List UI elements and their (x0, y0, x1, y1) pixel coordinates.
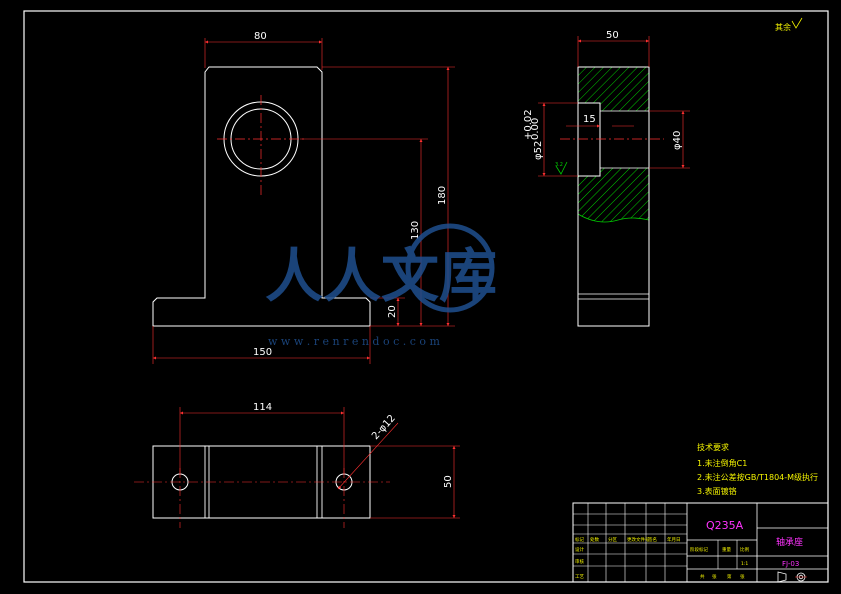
dim-base-width: 150 (152, 326, 371, 364)
watermark-text: 人人文库 (265, 242, 497, 310)
tb-drawing-no: FJ-03 (782, 560, 799, 568)
tb-stage-label: 阶段标记 (690, 546, 708, 553)
tech-item-1: 1.未注倒角C1 (697, 458, 747, 468)
tb-sheet-no: 第 (727, 573, 732, 580)
tech-item-2: 2.未注公差按GB/T1804-M级执行 (697, 472, 818, 482)
tb-sheet-total: 共 (700, 573, 705, 580)
tech-item-3: 3.表面镀铬 (697, 486, 737, 496)
tb-part-name: 轴承座 (776, 536, 803, 548)
tb-label-sign: 签名 (648, 536, 657, 543)
corner-roughness-note: 其余 (775, 17, 803, 32)
dim-bore: φ52 +0.02 0.00 (523, 102, 578, 177)
tb-label-change-doc: 更改文件号 (627, 536, 650, 543)
tb-scale-label: 比例 (740, 546, 749, 553)
side-view: 50 φ52 +0.02 0.00 15 φ40 3.2 (523, 30, 690, 327)
dim-hole-spacing: 114 (179, 402, 345, 474)
roughness-value: 3.2 (555, 162, 563, 168)
tech-requirements: 技术要求 1.未注倒角C1 2.未注公差按GB/T1804-M级执行 3.表面镀… (697, 442, 818, 496)
dim-front-width: 80 (204, 31, 323, 70)
tb-material: Q235A (706, 519, 744, 532)
dim-hole-spacing-label: 114 (253, 402, 272, 413)
dim-front-width-label: 80 (254, 31, 267, 42)
dim-groove-label: 15 (583, 114, 596, 125)
front-view: 80 180 130 20 150 (152, 31, 455, 364)
tb-role-process: 工艺 (575, 574, 584, 580)
tb-label-count: 处数 (590, 536, 599, 543)
dim-base-thickness-label: 20 (387, 305, 398, 318)
tb-sheet-unit-1: 张 (712, 573, 717, 580)
watermark-url: w w w . r e n r e n d o c . c o m (268, 335, 440, 348)
dim-bore-tol-lower: 0.00 (530, 118, 541, 140)
dim-base-thickness: 20 (370, 297, 405, 326)
dim-front-height-label: 180 (437, 186, 448, 205)
title-block: 标记 处数 分区 更改文件号 签名 年月日 设计 审核 工艺 阶段标记 重量 比… (572, 502, 829, 583)
top-view: 114 2-φ12 50 (134, 402, 460, 528)
dim-bore-tol-upper: +0.02 (523, 109, 534, 140)
tb-sheet-unit-2: 张 (740, 573, 745, 580)
dim-top-depth-label: 50 (443, 475, 454, 488)
dim-groove: 15 (566, 114, 634, 128)
side-view-outline (577, 66, 650, 327)
tb-label-date: 年月日 (667, 536, 681, 543)
tb-label-zone: 分区 (608, 536, 617, 543)
tech-title: 技术要求 (697, 442, 729, 452)
tb-scale-value: 1:1 (741, 561, 748, 567)
drawing-frame (23, 10, 829, 583)
side-hatch-right-top (600, 103, 649, 111)
dim-mount-holes: 2-φ12 (337, 413, 399, 490)
dim-side-width-label: 50 (606, 30, 619, 41)
dim-hole-diameter-label: φ40 (672, 131, 683, 150)
roughness-symbol: 3.2 (555, 161, 568, 175)
tb-label-mark: 标记 (575, 536, 584, 543)
dim-base-width-label: 150 (253, 347, 272, 358)
watermark: 人人文库 w w w . r e n r e n d o c . c o m (265, 223, 497, 348)
dim-side-width: 50 (577, 30, 650, 67)
watermark-logo-icon (405, 223, 495, 313)
side-hatch-bottom (578, 168, 649, 222)
projection-symbol-icon (777, 571, 807, 583)
dim-hole-center-label: 130 (410, 221, 421, 240)
dim-bore-label: φ52 (533, 141, 544, 160)
corner-text: 其余 (775, 22, 791, 32)
tb-weight-label: 重量 (722, 546, 731, 553)
side-hatch-top (578, 67, 649, 103)
dim-top-depth: 50 (370, 445, 460, 519)
tb-role-design: 设计 (575, 546, 584, 553)
dim-hole-diameter: φ40 (649, 110, 690, 169)
tb-role-review: 审核 (575, 558, 584, 565)
dim-front-height: 180 (322, 66, 455, 327)
